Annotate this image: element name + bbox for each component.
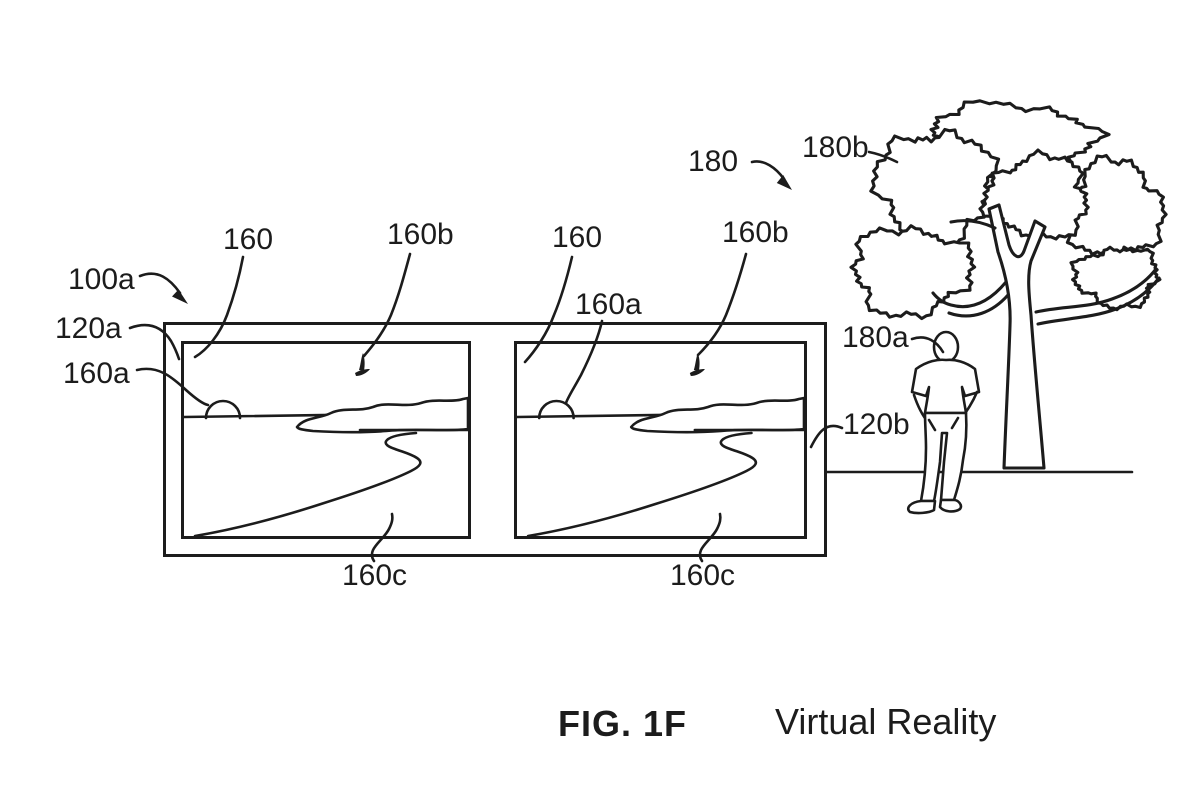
ref-label-180a: 180a (842, 321, 909, 354)
shoreline-curve (193, 431, 422, 536)
ref-label-160a-left: 160a (63, 357, 130, 390)
ref-label-160b-right: 160b (722, 216, 789, 249)
left-display-scene (184, 353, 468, 536)
person-shirt (910, 358, 981, 415)
sun-icon (537, 399, 575, 420)
leader-100a (138, 272, 182, 295)
bird-icon (355, 353, 370, 376)
island-outline (629, 396, 804, 434)
ref-label-160a-mid: 160a (575, 288, 642, 321)
right-display-scene (517, 353, 804, 536)
island-outline (295, 396, 468, 434)
leader-180 (750, 160, 786, 181)
ref-label-180: 180 (688, 145, 739, 178)
ref-label-120b: 120b (843, 408, 910, 441)
left-display (181, 341, 471, 539)
tree-branches (931, 219, 1161, 326)
person-icon (906, 330, 981, 515)
figure-title: Virtual Reality (775, 701, 997, 742)
ref-label-160-left: 160 (223, 223, 274, 256)
person-pants (919, 411, 968, 503)
ref-label-160b-left: 160b (387, 218, 454, 251)
ref-label-180b: 180b (802, 131, 869, 164)
tree-canopy (849, 99, 1168, 321)
sun-icon (204, 399, 242, 420)
arrowhead-icon-180 (776, 175, 792, 190)
ref-label-100a: 100a (68, 263, 135, 296)
figure-number: FIG. 1F (558, 703, 688, 744)
ref-label-160-right: 160 (552, 221, 603, 254)
leader-180b (867, 150, 899, 164)
tree-trunk (987, 203, 1047, 470)
right-display (514, 341, 807, 539)
arrowhead-icon-100a (172, 289, 188, 304)
bird-icon (689, 353, 705, 376)
ref-label-160c-right: 160c (670, 559, 736, 592)
shoreline-curve (526, 431, 758, 536)
ref-label-160c-left: 160c (342, 559, 408, 592)
ref-label-120a: 120a (55, 312, 122, 345)
leader-180a (910, 336, 945, 354)
